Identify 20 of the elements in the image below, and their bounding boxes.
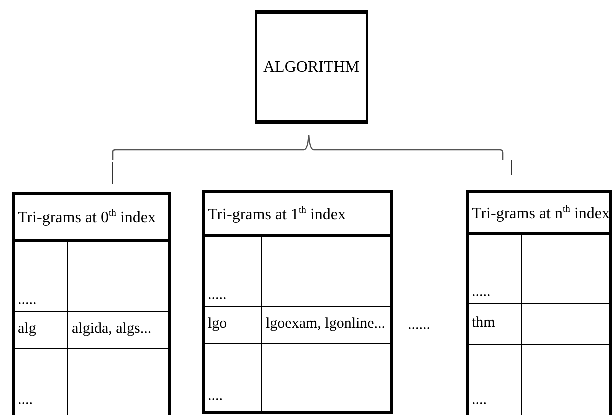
cell-text: algida, algs... [72, 322, 152, 336]
cell-text: .... [472, 393, 487, 408]
cell-text: lgo [208, 316, 228, 332]
process-box [255, 10, 368, 124]
table-header: Tri-grams at n$^{th}$ index [472, 204, 610, 222]
cell-text: alg [18, 322, 36, 336]
table [202, 190, 393, 414]
cell-text: thm [472, 316, 496, 330]
table-header: Tri-grams at 1$^{th}$ index [208, 206, 346, 223]
cell-text: ..... [18, 293, 37, 308]
table [466, 190, 612, 415]
table-header: Tri-grams at 0$^{th}$ index [18, 209, 156, 226]
cell-text: ...... [408, 318, 430, 333]
cell-text: .... [18, 393, 33, 408]
cell-text: .... [208, 389, 223, 404]
box-label: ALGORITHM [262, 60, 360, 76]
cell-text: ..... [208, 288, 227, 303]
table [12, 192, 171, 415]
cell-text: lgoexam, lgonline... [266, 316, 386, 332]
cell-text: ..... [472, 285, 491, 300]
